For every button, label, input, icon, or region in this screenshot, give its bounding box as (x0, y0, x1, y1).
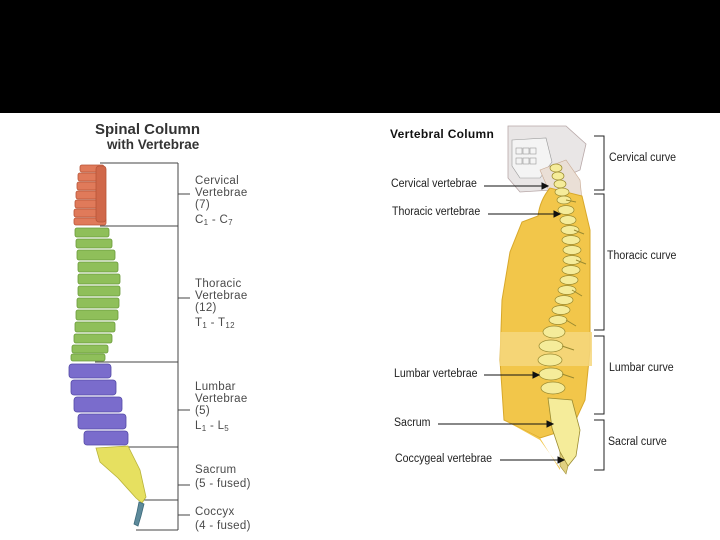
cervical-range: C1 - C7 (195, 214, 248, 229)
coccyx-name: Coccyx (195, 506, 235, 518)
left-pointer-arrows (438, 182, 566, 464)
thoracic-last: T (218, 317, 226, 329)
coccyx-label: Coccyx (4 - fused) (195, 506, 251, 532)
left-figure-title: Spinal Column with Vertebrae (95, 122, 255, 152)
lumbar-first-sub: 1 (201, 424, 207, 433)
lumbar-first: L (195, 420, 202, 432)
thoracic-first: T (195, 317, 203, 329)
cervical-name2: Vertebrae (195, 187, 248, 199)
cervical-sep: - (208, 214, 220, 226)
left-title-line2: with Vertebrae (107, 137, 200, 152)
lumbar-last: L (217, 420, 225, 432)
thoracic-label: Thoracic Vertebrae (12) T1 - T12 (195, 278, 248, 332)
sacrum-name: Sacrum (195, 464, 237, 476)
lumbar-range: L1 - L5 (195, 420, 248, 435)
spinous-processes (561, 199, 587, 379)
cervical-first: C (195, 214, 204, 226)
cervical-name: Cervical (195, 175, 239, 187)
cervical-last: C (219, 214, 229, 226)
coccygeal-vertebrae-label: Coccygeal vertebrae (395, 453, 493, 465)
thoracic-count: (12) (195, 302, 217, 314)
cervical-label: Cervical Vertebrae (7) C1 - C7 (195, 175, 248, 229)
slide-header-band (0, 0, 720, 113)
lumbar-last-sub: 5 (224, 424, 230, 433)
thoracic-name: Thoracic (195, 278, 242, 290)
right-figure-title: Vertebral Column (390, 127, 495, 141)
cervical-vertebrae-label: Cervical vertebrae (391, 178, 477, 190)
cervical-curve-label: Cervical curve (609, 152, 677, 164)
sacral-curve-label: Sacral curve (608, 436, 667, 448)
cervical-last-sub: 7 (228, 218, 233, 227)
thoracic-vertebrae-label: Thoracic vertebrae (392, 206, 481, 218)
spine-vertebrae-shapes (537, 163, 582, 395)
sacrum-coccyx-shape (547, 397, 581, 467)
skull-jaw (511, 137, 553, 179)
thoracic-last-sub: 12 (225, 321, 235, 330)
lumbar-sep: - (206, 420, 218, 432)
thoracic-vertebrae-shapes (70, 227, 121, 362)
lumbar-count: (5) (195, 405, 210, 417)
lumbar-vertebrae-label: Lumbar vertebrae (394, 368, 478, 380)
sacrum-count: (5 - fused) (195, 478, 251, 490)
thoracic-curve-label: Thoracic curve (607, 250, 677, 262)
coccyx-shape (133, 501, 145, 527)
thoracic-range: T1 - T12 (195, 317, 248, 332)
lumbar-name: Lumbar (195, 381, 236, 393)
sacrum-label: Sacrum (5 - fused) (195, 464, 251, 490)
torso-silhouette (499, 187, 591, 439)
lumbar-name2: Vertebrae (195, 393, 248, 405)
cervical-vertebrae-shapes (73, 164, 107, 226)
thoracic-sep: - (207, 317, 218, 329)
lumbar-curve-label: Lumbar curve (609, 362, 674, 374)
coccyx-count: (4 - fused) (195, 520, 251, 532)
thoracic-first-sub: 1 (202, 321, 208, 330)
cervical-first-sub: 1 (203, 218, 209, 227)
sacrum-vertebrae-label: Sacrum (394, 417, 431, 429)
lumbar-vertebrae-shapes (68, 363, 129, 446)
left-title-line1: Spinal Column (95, 121, 200, 138)
right-curve-brackets (594, 135, 605, 471)
thoracic-name2: Vertebrae (195, 290, 248, 302)
lumbar-label: Lumbar Vertebrae (5) L1 - L5 (195, 381, 248, 435)
cervical-count: (7) (195, 199, 210, 211)
